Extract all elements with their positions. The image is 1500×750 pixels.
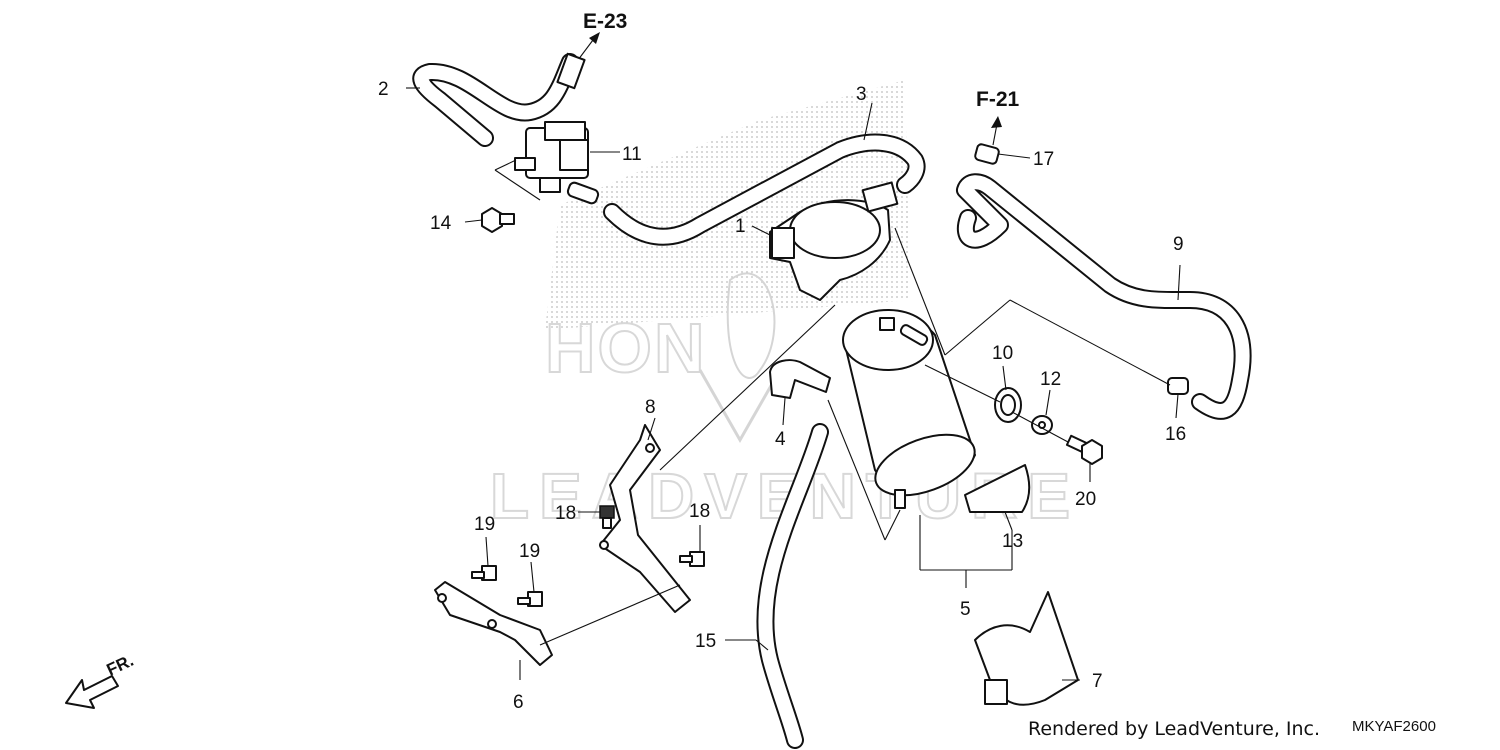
callout-9: 9	[1173, 234, 1184, 255]
callout-10: 10	[992, 343, 1013, 364]
bracket-8	[599, 424, 691, 613]
diagram-code: MKYAF2600	[1352, 718, 1436, 735]
callout-1: 1	[735, 216, 746, 237]
callout-13: 13	[1002, 531, 1023, 552]
callout-4: 4	[775, 429, 786, 450]
clip-17	[974, 143, 1000, 165]
canister-5	[842, 309, 976, 509]
callout-14: 14	[430, 213, 452, 234]
svg-text:HON: HON	[545, 309, 707, 387]
callout-15: 15	[695, 631, 716, 652]
callout-8: 8	[645, 397, 656, 418]
bolt-14	[481, 207, 515, 233]
ref-e23: E-23	[577, 10, 627, 61]
leader-lines	[406, 87, 1181, 681]
callout-18b: 18	[689, 501, 710, 522]
hose-9	[956, 173, 1252, 420]
callout-20: 20	[1075, 489, 1096, 510]
bolt-18b	[679, 551, 705, 567]
hose-3	[603, 133, 926, 246]
bolt-19a	[471, 565, 497, 581]
callout-3: 3	[856, 84, 867, 105]
front-direction-arrow: FR.	[65, 651, 137, 709]
callout-17: 17	[1033, 149, 1054, 170]
elbow-joint-4	[769, 359, 831, 399]
tube-15	[756, 423, 829, 749]
pad-13	[964, 464, 1031, 513]
hose-2	[412, 52, 586, 147]
callout-6: 6	[513, 692, 524, 713]
bolt-19b	[517, 591, 543, 607]
bracket-6	[434, 581, 553, 666]
callout-2: 2	[378, 79, 389, 100]
ref-f21-label: F-21	[976, 88, 1020, 111]
callout-5: 5	[960, 599, 971, 620]
heat-shield-7	[974, 591, 1079, 706]
callout-18a: 18	[555, 503, 576, 524]
callout-19b: 19	[519, 541, 540, 562]
washer-12	[1031, 415, 1053, 435]
callout-7: 7	[1092, 671, 1103, 692]
ref-f21: F-21	[976, 88, 1020, 146]
bolt-20	[1065, 434, 1103, 465]
callout-12: 12	[1040, 369, 1061, 390]
callout-16: 16	[1165, 424, 1186, 445]
solenoid-valve-11	[514, 121, 600, 205]
callout-11: 11	[622, 144, 642, 165]
callouts: 1 2 3 4 5 6 7 8 9 10 11 12 13 14 15 16 1…	[378, 79, 1186, 713]
footer-rendered-by: Rendered by LeadVenture, Inc.	[1028, 718, 1321, 740]
callout-19a: 19	[474, 514, 495, 535]
ref-e23-label: E-23	[583, 10, 627, 33]
bolt-18a	[599, 505, 615, 529]
grommet-10	[994, 387, 1022, 423]
direction-label: FR.	[104, 651, 137, 680]
clamp-16	[1167, 377, 1189, 395]
bracket-ring-1	[769, 181, 899, 301]
